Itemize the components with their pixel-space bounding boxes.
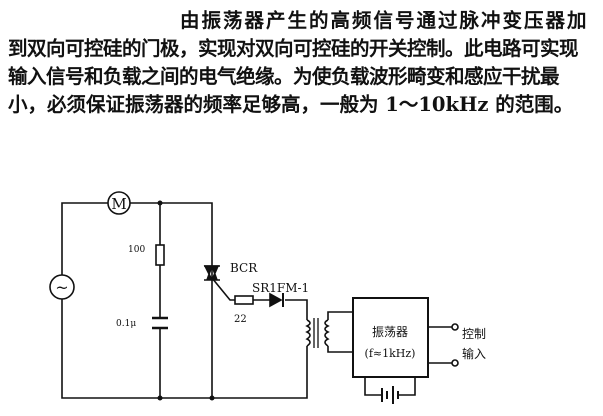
diode-label: SR1FM-1 — [252, 281, 309, 295]
motor-icon: M — [107, 191, 131, 215]
r1-label: 100 — [128, 245, 145, 255]
control-terminal-1 — [451, 323, 459, 331]
ac-source-icon: ~ — [49, 274, 75, 300]
oscillator-title: 振荡器 — [372, 325, 408, 339]
svg-text:~: ~ — [55, 278, 68, 297]
battery-icon — [381, 386, 399, 404]
resistor-22-icon — [234, 295, 254, 305]
text-line-4: 小，必须保证振荡器的频率足够高，一般为 1～10kHz 的范围。 — [8, 93, 574, 116]
c1-label: 0.1μ — [116, 319, 136, 329]
r2-label: 22 — [234, 314, 247, 325]
resistor-100-icon — [155, 244, 165, 266]
oscillator-box — [352, 297, 429, 378]
triac-label: BCR — [230, 261, 258, 275]
transformer-icon — [305, 318, 330, 348]
junctions — [157, 200, 215, 401]
text-line-2: 到双向可控硅的门极，实现对双向可控硅的开关控制。此电路可实现 — [8, 37, 579, 60]
control-terminal-2 — [451, 359, 459, 367]
svg-text:M: M — [111, 195, 126, 213]
control-label-1: 控制 — [462, 327, 486, 341]
wires — [61, 202, 452, 399]
triac-icon — [203, 263, 220, 282]
oscillator-freq: (f≈1kHz) — [365, 347, 416, 360]
capacitor-icon — [152, 316, 168, 330]
control-label-2: 输入 — [462, 346, 486, 361]
text-line-3: 输入信号和负载之间的电气绝缘。为使负载波形畸变和感应干扰最 — [8, 65, 560, 88]
text-line-1: 由振荡器产生的高频信号通过脉冲变压器加 — [180, 9, 589, 32]
diode-icon — [269, 292, 284, 308]
